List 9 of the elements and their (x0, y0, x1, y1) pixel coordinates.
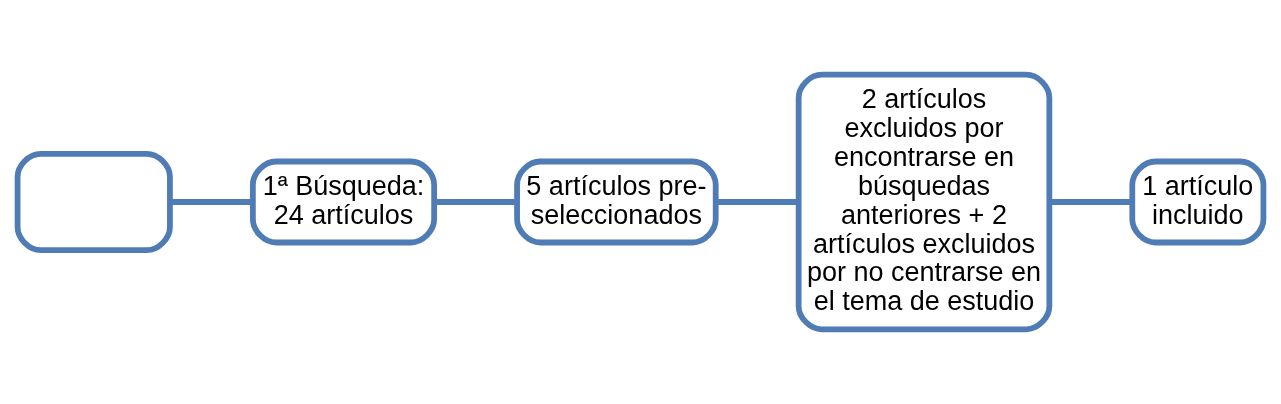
connector (434, 199, 517, 205)
connector (716, 199, 799, 205)
node-box: 5 artículos pre-seleccionados (514, 158, 719, 246)
node-box: 1ª Búsqueda: 24 artículos (249, 158, 438, 246)
connector (170, 199, 253, 205)
node-box: 1 artículo incluido (1129, 158, 1267, 246)
connector (1049, 199, 1132, 205)
node-box (14, 150, 173, 254)
node-box: 2 artículos excluidos por encontrarse en búsquedas anteriores + 2 artículos excluidos por no centrarse en el tema de estudio (795, 71, 1053, 333)
